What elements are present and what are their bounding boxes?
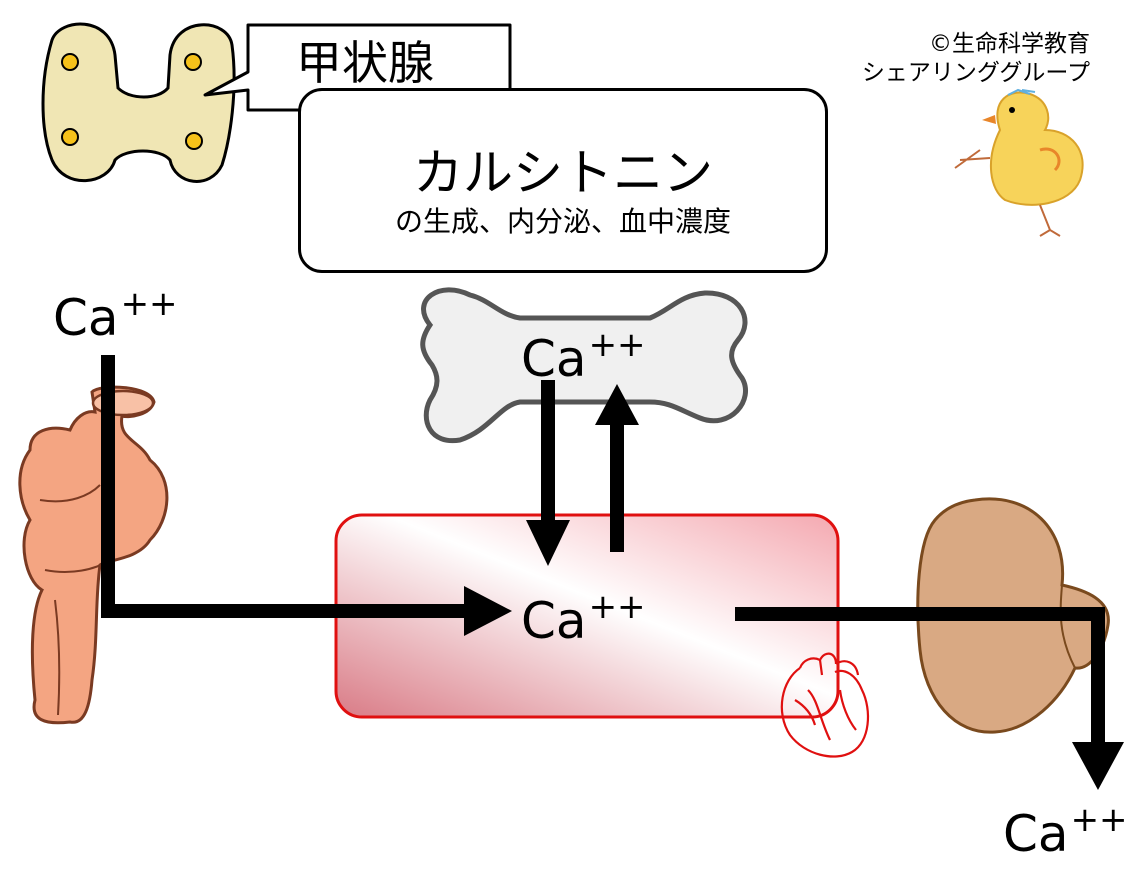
thyroid-label: 甲状腺	[296, 36, 434, 90]
copyright-notice: ©生命科学教育 シェアリンググループ	[790, 30, 1090, 88]
hormone-box	[298, 88, 828, 273]
copyright-line-2: シェアリンググループ	[861, 59, 1090, 86]
ca-charge: ++	[588, 325, 646, 365]
ca-symbol: Ca	[521, 592, 587, 650]
arrow-blood-to-bone-head	[595, 384, 639, 425]
ca-symbol: Ca	[53, 289, 119, 347]
arrow-kidney-out-head	[1072, 742, 1124, 790]
intestine	[18, 385, 169, 725]
heart-icon	[780, 652, 869, 758]
ca-charge: ++	[588, 587, 646, 627]
copyright-line-1: ©生命科学教育	[929, 31, 1090, 57]
ca-charge: ++	[120, 284, 178, 324]
ca-ion-blood: Ca++	[521, 590, 646, 646]
ca-symbol: Ca	[1003, 805, 1069, 863]
chick-mascot	[954, 88, 1084, 237]
ca-ion-diet: Ca++	[53, 287, 178, 343]
ca-ion-urine: Ca++	[1003, 803, 1128, 859]
ca-symbol: Ca	[521, 330, 587, 388]
bone	[420, 287, 748, 444]
arrow-bone-to-blood-head	[526, 520, 570, 566]
thyroid-gland	[41, 22, 236, 183]
ca-ion-bone: Ca++	[521, 328, 646, 384]
ca-charge: ++	[1070, 800, 1128, 840]
flow-arrows	[101, 355, 1124, 790]
arrow-intestine-to-blood	[101, 355, 470, 618]
arrow-blood-to-kidney	[735, 607, 1105, 748]
hormone-detail: の生成、内分泌、血中濃度	[394, 205, 731, 238]
arrow-intestine-to-blood-head	[464, 586, 512, 636]
hormone-name: カルシトニン	[413, 144, 713, 202]
